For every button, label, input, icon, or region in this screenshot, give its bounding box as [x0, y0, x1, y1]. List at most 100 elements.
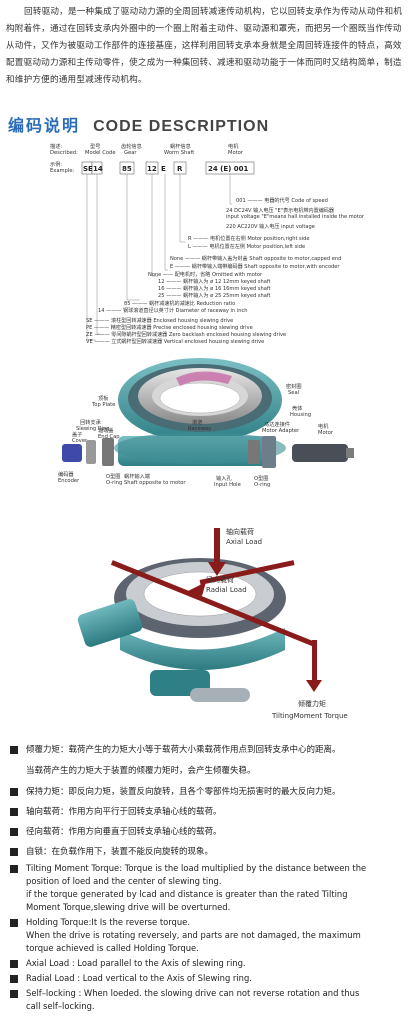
code-line: ZE ——— 零间隙蜗杆型回转减速器 Zero backlash enclose…	[86, 331, 286, 338]
label-oring-right-en: O-ring	[254, 482, 270, 488]
intro-paragraph: 回转驱动，是一种集成了驱动动力源的全周回转减速传动机构，它以回转支承作为传动从动…	[6, 7, 403, 85]
label-end-cap-en: End Cap	[98, 434, 120, 440]
list-item: position of loed and the center of slewi…	[26, 876, 222, 886]
code-line: 14 ——— 钢球滚道直径以英寸计 Diameter of raceway in…	[98, 307, 248, 314]
label-top-plate-cn: 顶板	[98, 394, 109, 402]
radial-load-cn: 径向载荷	[206, 575, 234, 584]
right-components	[248, 436, 354, 468]
list-item: Axial Load : Load parallel to the Axis o…	[8, 957, 408, 970]
code-14: 14	[93, 165, 103, 173]
code-line: E ——— 蜗杆带输入端带编码器 Shaft opposite to motor…	[170, 263, 340, 270]
code-e: E	[161, 165, 166, 173]
code-line: PE ——— 精密型回转减速器 Precise enclosed housing…	[86, 324, 253, 331]
bullet-square-icon	[10, 865, 18, 873]
radial-load-en: Radial Load	[206, 586, 247, 594]
label-encoder-en: Encoder	[58, 478, 80, 484]
label-raceway-cn: 滚道	[192, 418, 202, 426]
example-cn: 示例:	[50, 160, 62, 168]
label-top-plate-en: Top Plate	[91, 402, 115, 408]
list-item: 自锁：在负载作用下，装置不能反向旋转的现象。	[8, 842, 408, 862]
label-shaft-opposite-en: Shaft opposite to motor	[124, 480, 186, 486]
code-line: 16 ——— 蜗杆输入为 ø 16 16mm keyed shaft	[158, 285, 271, 292]
bullet-square-icon	[10, 788, 18, 796]
list-item: Moment Torque,slewing drive will be over…	[26, 902, 231, 912]
describe-cn: 描述:	[50, 142, 62, 150]
motor-cn: 电机	[228, 142, 239, 150]
label-seal-cn: 密封圈	[286, 382, 302, 390]
code-line: SE ——— 滚柱型回转减速器 Enclosed housing slewing…	[86, 317, 233, 324]
code-line: 001 ——— 电器的代号 Code of speed	[236, 197, 328, 204]
label-encoder-cn: 编码器	[58, 470, 74, 478]
list-item: Tilting Moment Torque: Torque is the loa…	[8, 862, 408, 875]
list-item: Radial Load : Load vertical to the Axis …	[8, 972, 408, 985]
label-end-cap-cn: 轴端盖	[98, 426, 114, 434]
label-oring-left-en: O-ring	[106, 480, 122, 486]
model-code-en: Model Code	[85, 150, 116, 156]
bullet-square-icon	[10, 990, 18, 998]
code-motor: 24 (E) 001	[208, 165, 249, 173]
left-components	[62, 438, 114, 466]
axial-load-en: Axial Load	[226, 538, 262, 546]
slewing-drive-illustration	[114, 358, 286, 466]
code-line: L ——— 电机位置在左侧 Motor position,left side	[188, 243, 305, 250]
list-item: call self–locking.	[26, 1001, 95, 1011]
list-item: Holding Torque:It Is the reverse torque.	[8, 916, 408, 929]
bullet-square-icon	[10, 919, 18, 927]
code-line: R ——— 电机位置在右侧 Motor position,right side	[188, 235, 310, 242]
code-se: SE	[83, 165, 93, 173]
motor-en: Motor	[228, 150, 244, 156]
label-raceway-en: Raceway	[188, 426, 211, 432]
label-input-hole-en: Input Hole	[214, 482, 241, 488]
label-slewing-ring-cn: 回转支承	[80, 418, 102, 426]
section-heading: 编码说明 CODE DESCRIPTION	[8, 112, 270, 135]
code-diagram: 描述: Described: 示例: Example: 型号 Model Cod…	[50, 142, 365, 345]
label-motor-cn: 电机	[318, 422, 329, 430]
label-motor-adapter-en: Motor Adapter	[262, 428, 300, 434]
heading-en: CODE DESCRIPTION	[93, 118, 270, 135]
heading-cn: 编码说明	[8, 116, 81, 135]
label-input-hole-cn: 输入孔	[216, 474, 232, 482]
list-item: 当载荷产生的力矩大于装置的倾覆力矩时，会产生倾覆失稳。	[26, 766, 256, 776]
load-drive-illustration	[77, 558, 286, 702]
code-12: 12	[147, 165, 157, 173]
code-r: R	[177, 165, 183, 173]
label-motor-adapter-cn: 马达连接件	[264, 420, 290, 428]
load-diagram: 轴向载荷 Axial Load 径向载荷 Radial Load 倾覆力矩 Ti…	[77, 527, 348, 720]
bullet-square-icon	[10, 828, 18, 836]
label-housing-en: Housing	[290, 412, 311, 418]
gear-cn: 齿轮信息	[121, 142, 142, 150]
axial-load-cn: 轴向载荷	[226, 527, 254, 536]
definitions-en: Tilting Moment Torque: Torque is the loa…	[8, 862, 408, 1013]
bullet-square-icon	[10, 848, 18, 856]
describe-en: Described:	[50, 150, 78, 156]
label-slewing-ring-en: Slewing Ring	[76, 426, 109, 432]
list-item: When the drive is rotating reversely, an…	[26, 930, 361, 940]
worm-cn: 蜗杆信息	[170, 142, 191, 150]
definitions-cn: 倾覆力矩：载荷产生的力矩大小等于载荷大小乘载荷作用点到回转支承中心的距离。 当载…	[8, 740, 408, 862]
label-housing-cn: 壳体	[292, 404, 303, 412]
list-item: torque achieved is called Holding Torque…	[26, 943, 199, 953]
label-motor-en: Motor	[318, 430, 334, 436]
axial-load-arrow	[208, 528, 226, 576]
label-seal-en: Seal	[288, 390, 299, 396]
code-line: input voltage "E"means hall installed in…	[226, 214, 365, 220]
code-line: 24 DC24V 输入电压 "E"表示电机带内置编码器	[226, 207, 334, 214]
list-item: 保持力矩：即反向力矩，装置反向旋转，且各个零部件均无损害时的最大反向力矩。	[8, 782, 408, 802]
list-item: 径向载荷：作用方向垂直于回转支承轴心线的载荷。	[8, 822, 408, 842]
tilting-cn: 倾覆力矩	[298, 699, 326, 708]
bullet-square-icon	[10, 975, 18, 983]
label-oring-left-cn: O型圈	[106, 472, 120, 480]
example-en: Example:	[50, 168, 75, 174]
code-line: 220 AC220V 输入电压 input voltage	[226, 223, 315, 230]
label-cover-cn: 盖子	[72, 430, 82, 438]
bullet-square-icon	[10, 960, 18, 968]
code-line: None —— 配电机时，省略 Omitted with motor	[148, 271, 263, 278]
code-line: None ——— 蜗杆带输入盖为封盖 Shaft opposite to mot…	[170, 255, 341, 262]
bullet-square-icon	[10, 746, 18, 754]
code-line: VE ——— 立式蜗杆型回转减速器 Vertical enclosed hous…	[86, 338, 264, 345]
tilting-moment-arrow	[110, 560, 322, 692]
list-item: 倾覆力矩：载荷产生的力矩大小等于载荷大小乘载荷作用点到回转支承中心的距离。	[8, 740, 408, 760]
gear-en: Gear	[124, 150, 137, 156]
list-item: Self–locking : When loeded. the slowing …	[8, 987, 408, 1000]
list-item: if the torque generated by lcad and dist…	[26, 889, 348, 899]
